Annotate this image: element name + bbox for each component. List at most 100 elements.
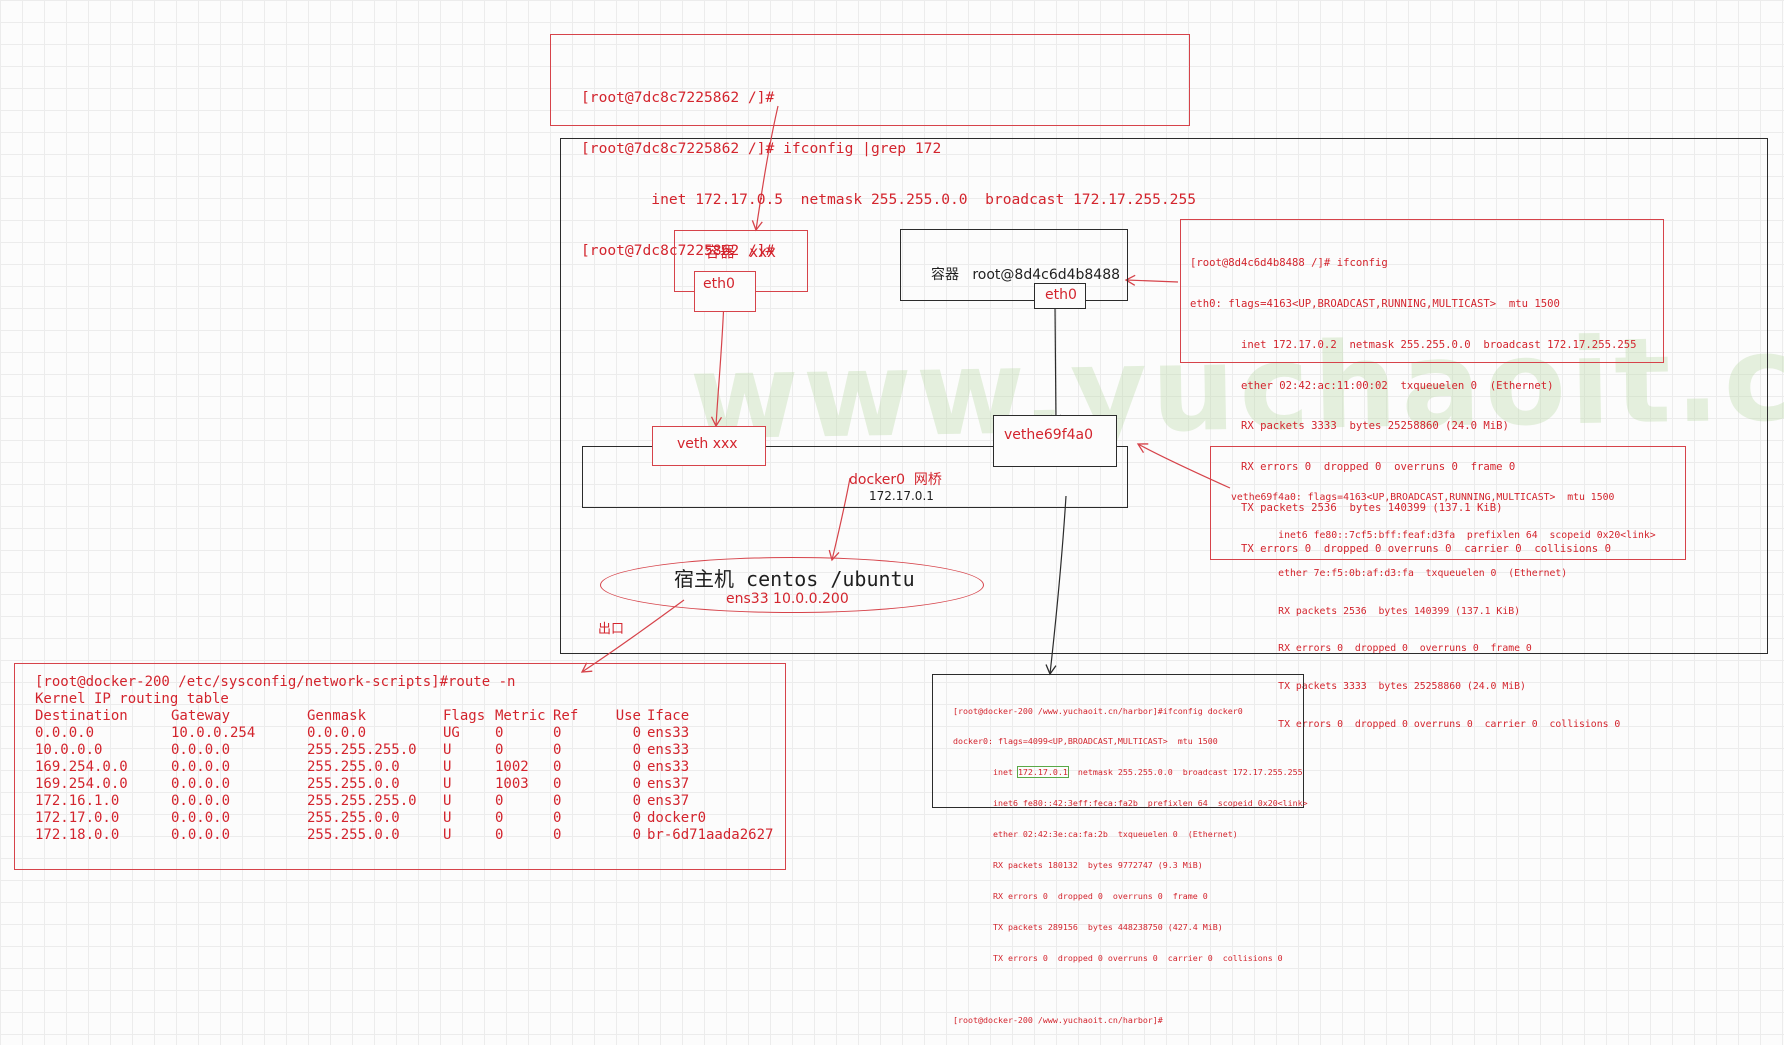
- route-header-cell: Flags: [443, 708, 486, 724]
- terminal-line: RX packets 180132 bytes 9772747 (9.3 MiB…: [953, 860, 1203, 871]
- terminal-line: RX errors 0 dropped 0 overruns 0 frame 0: [953, 890, 1208, 901]
- route-header-cell: Ref: [553, 708, 579, 724]
- terminal-line: [root@7dc8c7225862 /]#: [581, 242, 775, 259]
- route-cell: 0: [553, 725, 562, 741]
- route-cell: 0.0.0.0: [171, 742, 231, 758]
- host-ellipse: [600, 557, 984, 613]
- route-cell: ens37: [647, 776, 690, 792]
- route-cell: 0: [632, 725, 641, 741]
- route-command: [root@docker-200 /etc/sysconfig/network-…: [35, 674, 516, 690]
- terminal-line: TX packets 2536 bytes 140399 (137.1 KiB): [1190, 501, 1503, 514]
- route-cell: 0.0.0.0: [171, 793, 231, 809]
- route-header-cell: Metric: [495, 708, 546, 724]
- route-cell: 0: [632, 793, 641, 809]
- terminal-line: [root@8d4c6d4b8488 /]# ifconfig: [1190, 257, 1388, 270]
- top-terminal-text: [root@7dc8c7225862 /]# [root@7dc8c722586…: [581, 55, 1196, 293]
- veth-terminal-box: vethe69f4a0: flags=4163<UP,BROADCAST,RUN…: [1210, 446, 1686, 730]
- terminal-line: vethe69f4a0: flags=4163<UP,BROADCAST,RUN…: [1231, 492, 1615, 504]
- route-cell: U: [443, 742, 452, 758]
- route-cell: 255.255.0.0: [307, 776, 400, 792]
- route-cell: 0.0.0.0: [307, 725, 367, 741]
- top-terminal-box: [root@7dc8c7225862 /]# [root@7dc8c722586…: [550, 34, 1196, 259]
- route-cell: 169.254.0.0: [35, 776, 128, 792]
- route-cell: br-6d71aada2627: [647, 827, 774, 843]
- veth-xxx-box: veth xxx: [652, 426, 766, 466]
- veth-terminal-text: vethe69f4a0: flags=4163<UP,BROADCAST,RUN…: [1231, 467, 1656, 757]
- eth0-label: eth0: [703, 276, 735, 292]
- route-cell: 0.0.0.0: [171, 810, 231, 826]
- eth0-label: eth0: [1045, 287, 1077, 303]
- container-xxx-eth0: eth0: [694, 271, 756, 312]
- highlighted-ip: 172.17.0.1: [1016, 766, 1069, 779]
- host-ip: ens33 10.0.0.200: [726, 591, 849, 607]
- route-cell: 172.17.0.0: [35, 810, 120, 826]
- container-main-box: 容器 root@8d4c6d4b8488: [900, 229, 1128, 301]
- route-cell: 10.0.0.254: [171, 725, 256, 741]
- route-cell: 0.0.0.0: [171, 776, 231, 792]
- terminal-line: RX packets 2536 bytes 140399 (137.1 KiB): [1231, 605, 1521, 617]
- terminal-line: inet 172.17.0.1 netmask 255.255.0.0 broa…: [953, 766, 1308, 779]
- vethe69f4a0-label: vethe69f4a0: [1004, 427, 1094, 443]
- route-cell: U: [443, 827, 452, 843]
- terminal-line: TX packets 289156 bytes 448238750 (427.4…: [953, 921, 1223, 932]
- route-cell: 255.255.255.0: [307, 742, 417, 758]
- terminal-line: [953, 984, 1308, 994]
- right-terminal-box: [root@8d4c6d4b8488 /]# ifconfig eth0: fl…: [1180, 219, 1664, 555]
- container-main-title: 容器 root@8d4c6d4b8488: [931, 267, 1121, 283]
- route-cell: 255.255.255.0: [307, 793, 417, 809]
- route-cell: 0: [495, 742, 504, 758]
- route-cell: 0: [495, 793, 504, 809]
- route-cell: 0: [553, 827, 562, 843]
- route-cell: 0: [632, 742, 641, 758]
- terminal-line: RX packets 3333 bytes 25258860 (24.0 MiB…: [1190, 420, 1509, 433]
- route-cell: 0.0.0.0: [171, 759, 231, 775]
- route-header-cell: Destination: [35, 708, 128, 724]
- docker0-bridge-box: docker0 网桥 172.17.0.1: [582, 446, 1128, 508]
- terminal-line: inet6 fe80::42:3eff:feca:fa2b prefixlen …: [953, 798, 1308, 809]
- route-cell: 255.255.0.0: [307, 759, 400, 775]
- route-cell: 0: [553, 810, 562, 826]
- right-terminal-text: [root@8d4c6d4b8488 /]# ifconfig eth0: fl…: [1190, 230, 1636, 583]
- route-cell: 172.18.0.0: [35, 827, 120, 843]
- route-header-cell: Use: [615, 708, 641, 724]
- route-cell: U: [443, 793, 452, 809]
- route-cell: UG: [443, 725, 460, 741]
- terminal-line: ether 7e:f5:0b:af:d3:fa txqueuelen 0 (Et…: [1231, 567, 1568, 579]
- inet-prefix: inet: [953, 767, 1018, 778]
- terminal-line: inet 172.17.0.5 netmask 255.255.0.0 broa…: [581, 191, 1197, 208]
- route-cell: 169.254.0.0: [35, 759, 128, 775]
- host-boundary: [560, 138, 1768, 654]
- container-main-eth0: eth0: [1034, 283, 1086, 309]
- route-cell: 1002: [495, 759, 529, 775]
- terminal-line: docker0: flags=4099<UP,BROADCAST,MULTICA…: [953, 736, 1218, 747]
- terminal-line: [root@7dc8c7225862 /]#: [581, 89, 775, 106]
- terminal-line: eth0: flags=4163<UP,BROADCAST,RUNNING,MU…: [1190, 297, 1560, 310]
- terminal-line: [root@7dc8c7225862 /]# ifconfig |grep 17…: [581, 140, 942, 157]
- terminal-line: TX errors 0 dropped 0 overruns 0 carrier…: [1190, 542, 1611, 555]
- route-cell: 0: [553, 759, 562, 775]
- route-cell: 172.16.1.0: [35, 793, 120, 809]
- terminal-line: TX packets 3333 bytes 25258860 (24.0 MiB…: [1231, 681, 1526, 693]
- route-cell: 1003: [495, 776, 529, 792]
- route-terminal-box: [root@docker-200 /etc/sysconfig/network-…: [14, 663, 786, 870]
- route-cell: 0: [632, 759, 641, 775]
- terminal-line: inet6 fe80::7cf5:bff:feaf:d3fa prefixlen…: [1231, 529, 1656, 541]
- vethe69f4a0-box: vethe69f4a0: [993, 415, 1117, 467]
- route-caption: Kernel IP routing table: [35, 691, 229, 707]
- veth-xxx-label: veth xxx: [677, 436, 738, 452]
- terminal-line: [root@docker-200 /www.yuchaoit.cn/harbor…: [953, 1014, 1163, 1025]
- route-cell: U: [443, 759, 452, 775]
- terminal-line: RX errors 0 dropped 0 overruns 0 frame 0: [1190, 461, 1516, 474]
- bridge-title: docker0 网桥: [849, 472, 942, 488]
- route-cell: 10.0.0.0: [35, 742, 103, 758]
- terminal-line: [root@docker-200 /www.yuchaoit.cn/harbor…: [953, 705, 1243, 716]
- exit-label: 出口: [598, 622, 625, 637]
